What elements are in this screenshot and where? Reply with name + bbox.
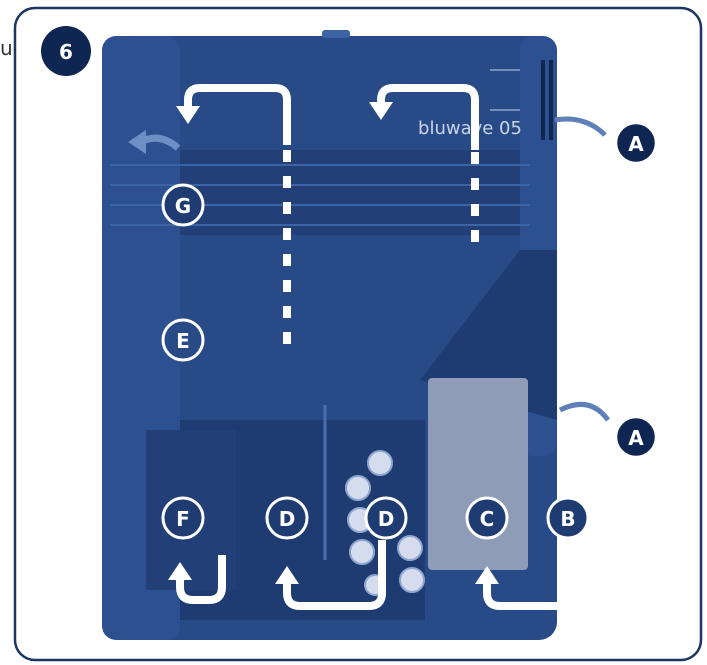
flow-arrow-a-top <box>554 116 607 137</box>
label-g: G <box>161 183 205 227</box>
label-d-left: D <box>265 496 309 540</box>
svg-text:G: G <box>175 194 191 218</box>
flow-arrow-top-right <box>377 84 479 150</box>
flow-arrow-top-left <box>184 84 291 145</box>
arrowhead-icon <box>369 102 393 120</box>
filter-sponge <box>428 378 528 570</box>
flow-arrow-c <box>483 545 574 610</box>
label-d-right: D <box>364 496 408 540</box>
svg-text:D: D <box>378 507 395 531</box>
arrowhead-icon <box>275 566 299 584</box>
step-badge: 6 <box>41 26 91 76</box>
label-a-top: A <box>614 121 658 165</box>
label-c: C <box>465 496 509 540</box>
arrowhead-icon <box>176 106 200 124</box>
product-name: bluwave 05 <box>418 118 522 139</box>
label-a-bottom: A <box>614 415 658 459</box>
svg-text:A: A <box>628 426 644 450</box>
arrowhead-icon <box>128 130 146 154</box>
flow-arrow-a-bottom <box>558 401 611 422</box>
flow-arrows <box>128 84 611 610</box>
arrowhead-icon <box>475 566 499 584</box>
label-f: F <box>161 496 205 540</box>
svg-text:C: C <box>480 507 495 531</box>
svg-text:A: A <box>628 132 644 156</box>
label-e: E <box>161 318 205 362</box>
flow-arrow-f <box>176 555 226 604</box>
label-b: B <box>546 496 590 540</box>
arrowhead-icon <box>168 562 192 580</box>
stray-text: u <box>0 36 13 60</box>
svg-text:B: B <box>560 507 575 531</box>
svg-text:E: E <box>176 329 190 353</box>
flow-arrow-d <box>283 540 386 610</box>
svg-text:F: F <box>176 507 190 531</box>
svg-text:D: D <box>279 507 296 531</box>
svg-text:6: 6 <box>59 40 73 64</box>
